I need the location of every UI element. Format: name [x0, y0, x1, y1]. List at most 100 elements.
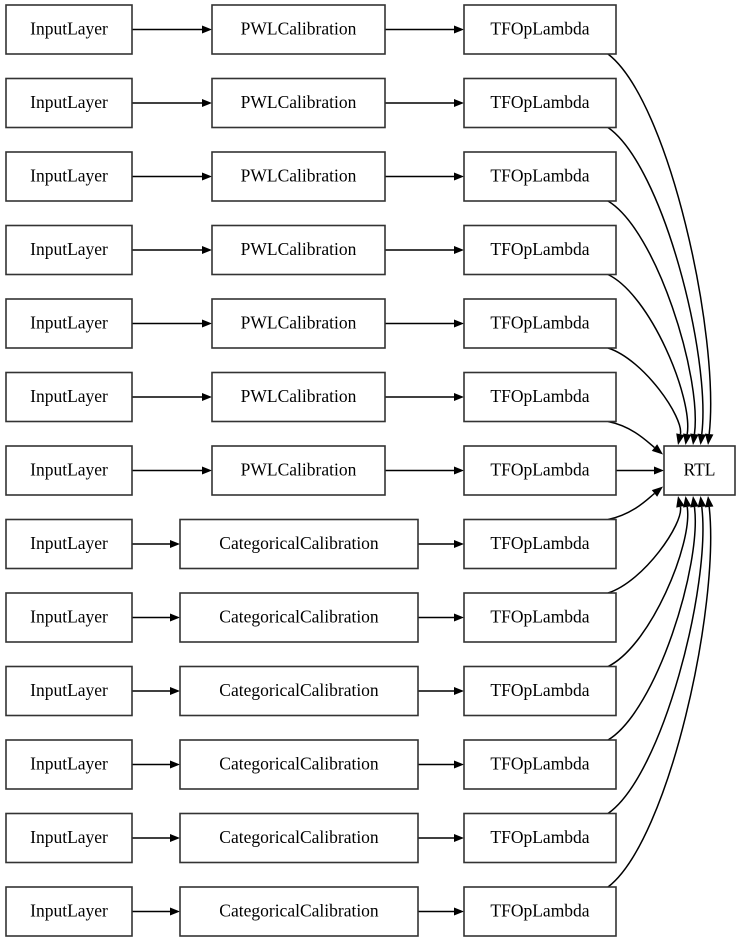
node-calibration-12-box[interactable]	[179, 812, 419, 864]
node-input-layer-2[interactable]: InputLayer	[5, 77, 133, 129]
node-calibration-9[interactable]: CategoricalCalibration	[179, 592, 419, 643]
edge-input-to-calibration-12-arrowhead	[170, 834, 180, 842]
edge-lambda-to-rtl-7-arrowhead	[654, 466, 664, 475]
node-input-layer-10-box[interactable]	[5, 665, 133, 717]
edge-calibration-to-lambda-3	[385, 172, 464, 181]
edge-calibration-to-lambda-11	[418, 760, 464, 769]
node-calibration-2-box[interactable]	[211, 77, 386, 129]
node-tf-op-lambda-11[interactable]: TFOpLambda	[463, 739, 617, 790]
node-calibration-11-box[interactable]	[179, 739, 419, 790]
node-tf-op-lambda-13-box[interactable]	[463, 886, 617, 937]
node-input-layer-4[interactable]: InputLayer	[5, 224, 133, 276]
node-input-layer-7[interactable]: InputLayer	[5, 445, 133, 496]
node-calibration-6[interactable]: PWLCalibration	[211, 371, 386, 423]
node-input-layer-1-box[interactable]	[5, 4, 133, 55]
node-input-layer-9[interactable]: InputLayer	[5, 592, 133, 643]
node-input-layer-5[interactable]: InputLayer	[5, 298, 133, 349]
edge-lambda-to-rtl-1	[607, 53, 714, 445]
node-tf-op-lambda-5-box[interactable]	[463, 298, 617, 349]
node-tf-op-lambda-3[interactable]: TFOpLambda	[463, 151, 617, 202]
edge-lambda-to-rtl-10-line	[607, 506, 689, 668]
node-input-layer-10[interactable]: InputLayer	[5, 665, 133, 717]
node-tf-op-lambda-9-box[interactable]	[463, 592, 617, 643]
node-calibration-4[interactable]: PWLCalibration	[211, 224, 386, 276]
edge-input-to-calibration-13	[132, 907, 180, 916]
edge-lambda-to-rtl-4-line	[607, 273, 689, 435]
node-input-layer-3-box[interactable]	[5, 151, 133, 202]
node-calibration-5[interactable]: PWLCalibration	[211, 298, 386, 349]
edge-calibration-to-lambda-2-arrowhead	[454, 99, 464, 107]
node-input-layer-9-box[interactable]	[5, 592, 133, 643]
node-input-layer-11-box[interactable]	[5, 739, 133, 790]
edge-input-to-calibration-5	[132, 319, 212, 328]
node-tf-op-lambda-4[interactable]: TFOpLambda	[463, 224, 617, 276]
node-input-layer-1[interactable]: InputLayer	[5, 4, 133, 55]
node-tf-op-lambda-6[interactable]: TFOpLambda	[463, 371, 617, 423]
node-calibration-5-box[interactable]	[211, 298, 386, 349]
node-input-layer-7-box[interactable]	[5, 445, 133, 496]
node-calibration-6-box[interactable]	[211, 371, 386, 423]
node-tf-op-lambda-3-box[interactable]	[463, 151, 617, 202]
node-tf-op-lambda-13[interactable]: TFOpLambda	[463, 886, 617, 937]
node-tf-op-lambda-8[interactable]: TFOpLambda	[463, 518, 617, 570]
node-tf-op-lambda-6-box[interactable]	[463, 371, 617, 423]
node-calibration-3-box[interactable]	[211, 151, 386, 202]
node-tf-op-lambda-5[interactable]: TFOpLambda	[463, 298, 617, 349]
node-tf-op-lambda-12[interactable]: TFOpLambda	[463, 812, 617, 864]
node-calibration-3[interactable]: PWLCalibration	[211, 151, 386, 202]
node-input-layer-11[interactable]: InputLayer	[5, 739, 133, 790]
edge-calibration-to-lambda-8	[418, 540, 464, 548]
node-calibration-11[interactable]: CategoricalCalibration	[179, 739, 419, 790]
node-calibration-1[interactable]: PWLCalibration	[211, 4, 386, 55]
node-input-layer-12-box[interactable]	[5, 812, 133, 864]
node-tf-op-lambda-7[interactable]: TFOpLambda	[463, 445, 617, 496]
node-tf-op-lambda-11-box[interactable]	[463, 739, 617, 790]
node-input-layer-8[interactable]: InputLayer	[5, 518, 133, 570]
node-input-layer-5-box[interactable]	[5, 298, 133, 349]
node-tf-op-lambda-2-box[interactable]	[463, 77, 617, 129]
edge-input-to-calibration-2	[132, 99, 212, 107]
edge-lambda-to-rtl-10	[607, 496, 692, 668]
edge-lambda-to-rtl-3	[607, 200, 699, 445]
node-tf-op-lambda-1[interactable]: TFOpLambda	[463, 4, 617, 55]
node-calibration-4-box[interactable]	[211, 224, 386, 276]
edge-input-to-calibration-10-arrowhead	[170, 687, 180, 695]
node-calibration-8-box[interactable]	[179, 518, 419, 570]
edge-lambda-to-rtl-5	[607, 347, 685, 445]
node-tf-op-lambda-9[interactable]: TFOpLambda	[463, 592, 617, 643]
node-calibration-10-box[interactable]	[179, 665, 419, 717]
node-calibration-1-box[interactable]	[211, 4, 386, 55]
node-input-layer-3[interactable]: InputLayer	[5, 151, 133, 202]
node-input-layer-13[interactable]: InputLayer	[5, 886, 133, 937]
node-tf-op-lambda-1-box[interactable]	[463, 4, 617, 55]
node-tf-op-lambda-7-box[interactable]	[463, 445, 617, 496]
node-input-layer-8-box[interactable]	[5, 518, 133, 570]
node-calibration-10[interactable]: CategoricalCalibration	[179, 665, 419, 717]
edge-calibration-to-lambda-5	[385, 319, 464, 328]
node-input-layer-6-box[interactable]	[5, 371, 133, 423]
node-tf-op-lambda-10-box[interactable]	[463, 665, 617, 717]
node-input-layer-2-box[interactable]	[5, 77, 133, 129]
node-input-layer-6[interactable]: InputLayer	[5, 371, 133, 423]
node-input-layer-12[interactable]: InputLayer	[5, 812, 133, 864]
node-tf-op-lambda-8-box[interactable]	[463, 518, 617, 570]
node-calibration-2[interactable]: PWLCalibration	[211, 77, 386, 129]
node-calibration-8[interactable]: CategoricalCalibration	[179, 518, 419, 570]
edge-lambda-to-rtl-11-arrowhead	[690, 496, 699, 508]
node-tf-op-lambda-4-box[interactable]	[463, 224, 617, 276]
node-calibration-7-box[interactable]	[211, 445, 386, 496]
node-rtl-box[interactable]	[663, 445, 736, 496]
node-calibration-13-box[interactable]	[179, 886, 419, 937]
node-tf-op-lambda-2[interactable]: TFOpLambda	[463, 77, 617, 129]
node-calibration-7[interactable]: PWLCalibration	[211, 445, 386, 496]
node-calibration-12[interactable]: CategoricalCalibration	[179, 812, 419, 864]
node-calibration-13[interactable]: CategoricalCalibration	[179, 886, 419, 937]
node-rtl[interactable]: RTL	[663, 445, 736, 496]
edge-lambda-to-rtl-8	[607, 486, 663, 521]
node-tf-op-lambda-10[interactable]: TFOpLambda	[463, 665, 617, 717]
node-calibration-9-box[interactable]	[179, 592, 419, 643]
edge-lambda-to-rtl-8-arrowhead	[651, 486, 663, 497]
node-input-layer-13-box[interactable]	[5, 886, 133, 937]
node-input-layer-4-box[interactable]	[5, 224, 133, 276]
node-tf-op-lambda-12-box[interactable]	[463, 812, 617, 864]
